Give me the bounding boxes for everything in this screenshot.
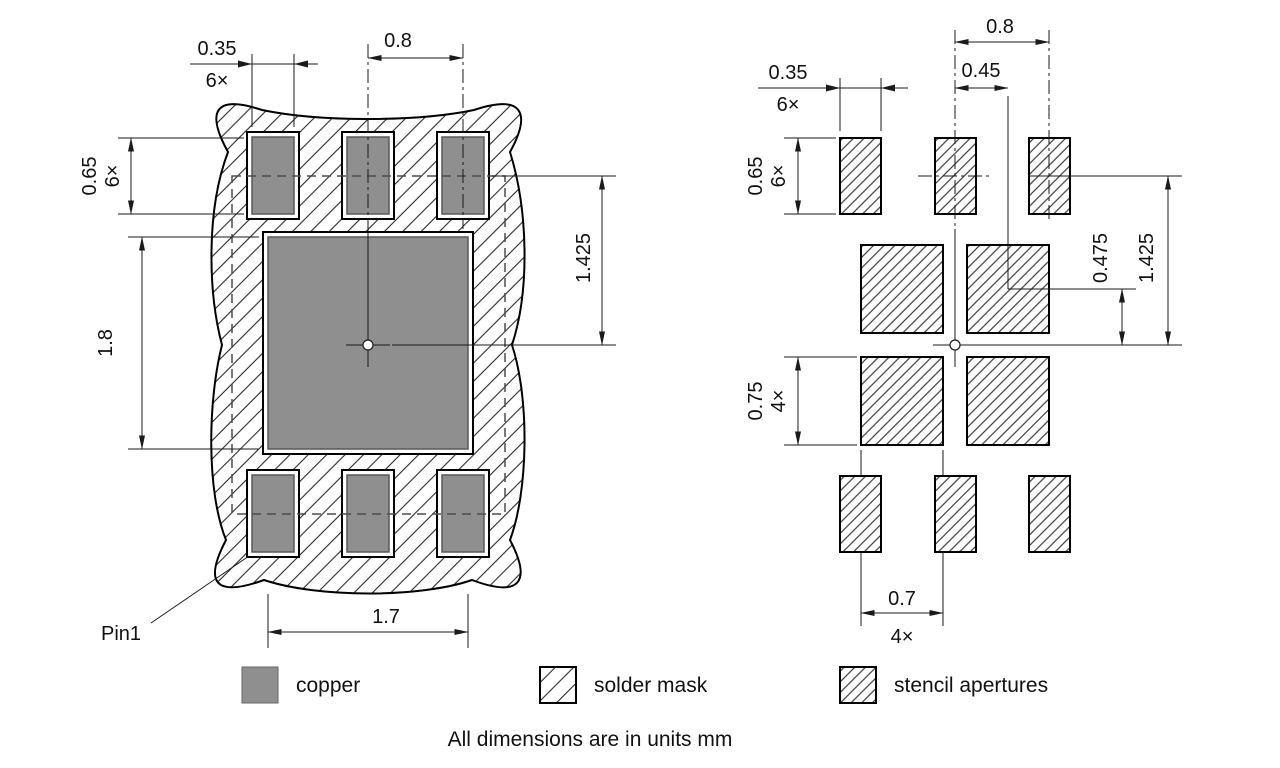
copper-pad [251, 136, 295, 215]
dim-qty: 4× [891, 626, 914, 648]
stencil-swatch [839, 666, 877, 704]
legend-label: copper [296, 674, 360, 697]
aperture-bottom-left [839, 475, 882, 553]
dim-aperture-width: 0.35 6× [758, 62, 908, 131]
arrowhead [826, 84, 840, 92]
dim-qty: 4× [768, 390, 790, 413]
dim-value: 0.8 [384, 30, 412, 52]
dim-value: 1.425 [573, 233, 595, 283]
dim-qty: 6× [768, 165, 790, 188]
dim-value: 1.8 [95, 329, 117, 357]
dim-pad-height: 0.65 6× [79, 137, 244, 215]
dim-pitch: 0.8 [954, 16, 1050, 45]
leader-line [150, 555, 250, 624]
origin-circle [949, 339, 961, 351]
dim-square-width: 0.7 4× [860, 588, 944, 648]
dim-row-offset: 1.425 [392, 175, 616, 346]
stencil-apertures [839, 137, 1071, 553]
pin1-callout: Pin1 [101, 555, 250, 645]
dim-value: 1.425 [1136, 233, 1158, 283]
dim-value: 0.35 [769, 62, 808, 84]
origin-crosshair [933, 323, 977, 367]
copper-swatch [241, 666, 279, 704]
thermal-aperture-4 [966, 356, 1050, 446]
legend-item-solder-mask: solder mask [539, 666, 708, 704]
legend: copper solder mask stencil apertures [241, 666, 1048, 704]
copper-pad [346, 474, 390, 553]
aperture-bottom-right [1028, 475, 1071, 553]
land-pattern-view: 0.35 6× 0.8 0.65 6× 1.8 1.425 [79, 30, 616, 648]
legend-item-copper: copper [241, 666, 360, 704]
units-note: All dimensions are in units mm [448, 728, 733, 751]
arrowhead [238, 60, 252, 68]
dim-square-height: 0.75 4× [745, 356, 857, 446]
thermal-aperture-1 [860, 244, 944, 334]
dim-value: 0.475 [1090, 233, 1112, 283]
dim-value: 0.45 [962, 60, 1001, 82]
dim-qty: 6× [206, 70, 229, 92]
dim-square-offset: 0.475 [1008, 233, 1136, 346]
dim-pitch: 0.8 [367, 30, 464, 61]
dim-row-offset: 1.425 [975, 175, 1182, 346]
dim-thermal-height: 1.8 [95, 236, 259, 450]
dim-pad-width: 0.35 6× [190, 38, 318, 127]
dim-value: 0.8 [986, 16, 1014, 38]
dim-value: 0.7 [888, 588, 916, 610]
legend-label: solder mask [594, 674, 708, 697]
stencil-view: 0.8 0.35 6× 0.45 0.65 6× [745, 16, 1182, 648]
pin1-label: Pin1 [101, 623, 141, 645]
origin-crosshair [346, 323, 390, 367]
solder-mask-swatch [539, 666, 577, 704]
dim-value: 0.35 [198, 38, 237, 60]
dim-value: 0.75 [745, 382, 767, 421]
aperture-bottom-middle [934, 475, 977, 553]
arrowhead [881, 84, 895, 92]
dim-value: 0.65 [79, 157, 101, 196]
dim-qty: 6× [777, 94, 800, 116]
origin-circle [362, 339, 374, 351]
dim-value: 0.65 [745, 157, 767, 196]
dim-qty: 6× [102, 165, 124, 188]
legend-label: stencil apertures [894, 674, 1048, 697]
dim-thermal-width: 1.7 [267, 594, 469, 648]
dim-aperture-height: 0.65 6× [745, 137, 836, 215]
thermal-aperture-3 [860, 356, 944, 446]
aperture-top-left [839, 137, 882, 215]
dim-value: 1.7 [372, 606, 400, 628]
arrowhead [294, 60, 308, 68]
legend-item-stencil: stencil apertures [839, 666, 1048, 704]
dim-center-offset: 0.45 [954, 60, 1009, 91]
